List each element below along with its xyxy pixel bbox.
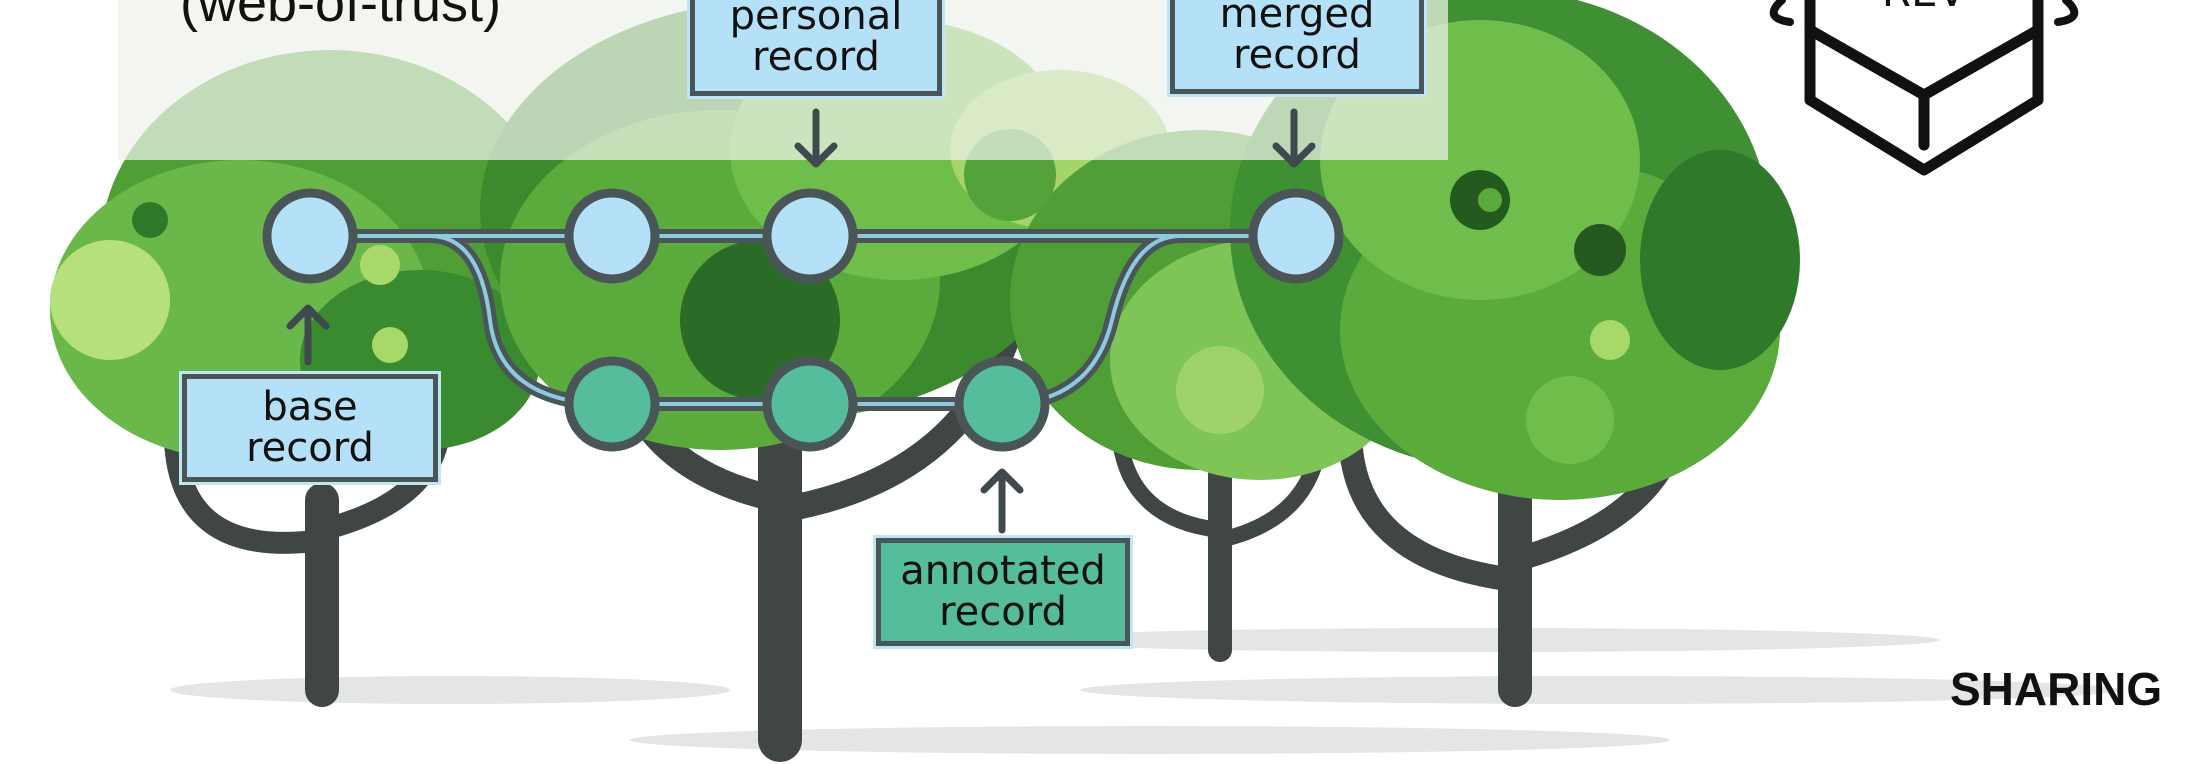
label-annotated-line1: annotated (900, 548, 1106, 594)
rev-logo-text: REV (1882, 0, 1967, 16)
label-merged-line2: record (1233, 32, 1361, 78)
label-annotated-line2: record (939, 589, 1067, 635)
arrow-annotated (980, 468, 1024, 534)
node-annotated (954, 356, 1050, 452)
ground-shadows (170, 628, 2120, 754)
label-base-line2: record (246, 425, 374, 471)
node-merged (1248, 188, 1344, 284)
graph-arrows (286, 108, 1316, 534)
rev-logo: REV (1769, 0, 2079, 176)
arrow-base (286, 304, 330, 366)
label-base-line1: base (262, 384, 358, 430)
node-personal (762, 188, 858, 284)
label-personal-record: personal record (687, 0, 945, 99)
label-merged-record: merged record (1167, 0, 1427, 97)
node-branch-2 (762, 356, 858, 452)
arrow-personal (794, 108, 838, 168)
sharing-label: SHARING (1950, 663, 2163, 715)
label-personal-line1: personal (729, 0, 903, 39)
node-base (262, 188, 358, 284)
arrow-merged (1272, 108, 1316, 168)
label-annotated-record: annotated record (873, 535, 1133, 649)
caption-text: (web-of-trust) (180, 0, 502, 33)
node-main-2 (564, 188, 660, 284)
label-base-record: base record (179, 371, 441, 485)
graph-nodes (262, 188, 1344, 452)
node-branch-1 (564, 356, 660, 452)
label-merged-line1: merged (1219, 0, 1375, 37)
label-personal-line2: record (752, 34, 880, 80)
